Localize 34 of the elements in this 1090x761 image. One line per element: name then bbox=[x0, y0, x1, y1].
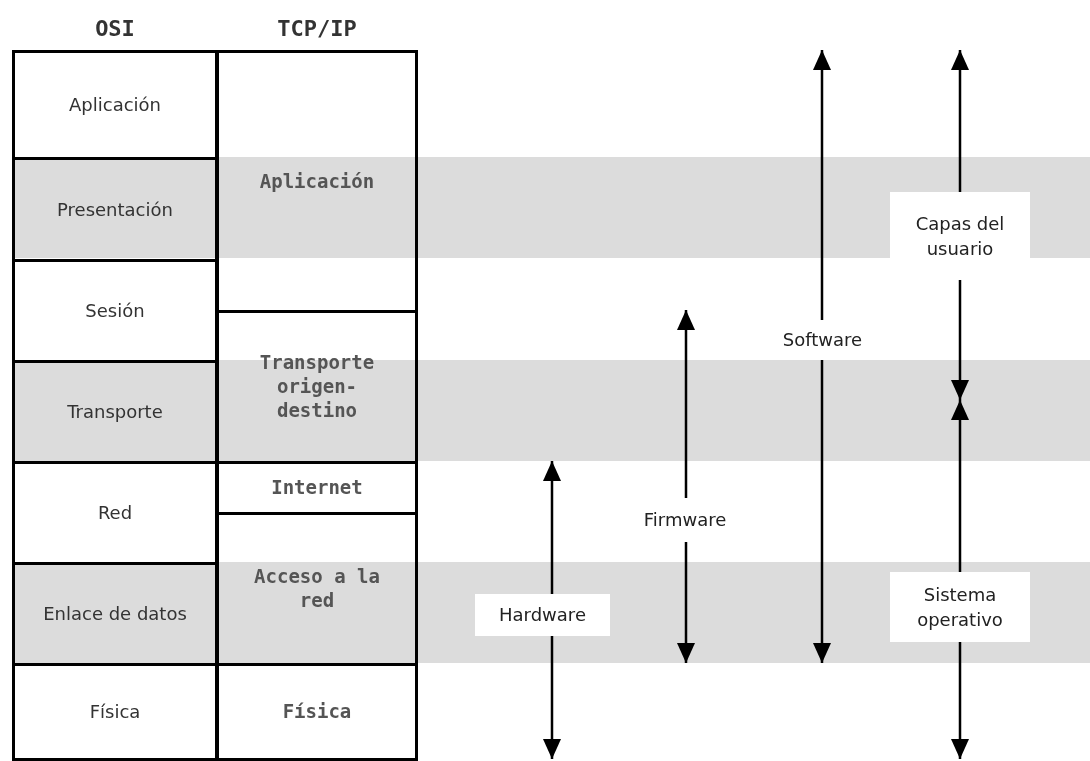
layer-cell bbox=[216, 663, 418, 761]
layer-cell bbox=[12, 259, 218, 363]
layer-cell bbox=[12, 461, 218, 565]
layer-group-label: Firmware bbox=[643, 508, 727, 533]
layer-cell bbox=[216, 310, 418, 464]
layer-cell bbox=[216, 50, 418, 313]
layer-cell bbox=[216, 512, 418, 666]
layer-cell bbox=[12, 360, 218, 464]
layer-name: Física bbox=[282, 700, 352, 724]
layer-name: Enlace de datos bbox=[43, 602, 187, 626]
layer-cell bbox=[216, 461, 418, 515]
layer-cell bbox=[12, 50, 218, 160]
layer-name: Aplicación bbox=[259, 169, 375, 194]
label-box bbox=[475, 594, 610, 636]
layer-name: Presentación bbox=[57, 197, 173, 222]
layer-cell bbox=[12, 562, 218, 666]
layer-cell bbox=[12, 157, 218, 262]
layer-group-label: Software bbox=[782, 328, 863, 353]
layer-name: Transporte bbox=[67, 400, 163, 424]
layer-name: Transporte origen- destino bbox=[258, 351, 376, 423]
column-heading: TCP/IP bbox=[276, 15, 358, 43]
layer-name: Acceso a la red bbox=[253, 565, 381, 613]
layer-group-label: Capas del usuario bbox=[914, 211, 1006, 261]
layer-name: Internet bbox=[271, 476, 363, 500]
label-box bbox=[890, 572, 1030, 642]
layer-name: Física bbox=[89, 700, 141, 724]
column-heading: OSI bbox=[94, 15, 136, 43]
layer-name: Red bbox=[97, 501, 133, 525]
layer-cell bbox=[12, 663, 218, 761]
layer-group-label: Hardware bbox=[499, 603, 586, 628]
label-box bbox=[890, 192, 1030, 280]
layer-group-label: Sistema operativo bbox=[916, 582, 1004, 632]
layer-name: Aplicación bbox=[69, 93, 161, 117]
layer-name: Sesión bbox=[85, 299, 145, 323]
